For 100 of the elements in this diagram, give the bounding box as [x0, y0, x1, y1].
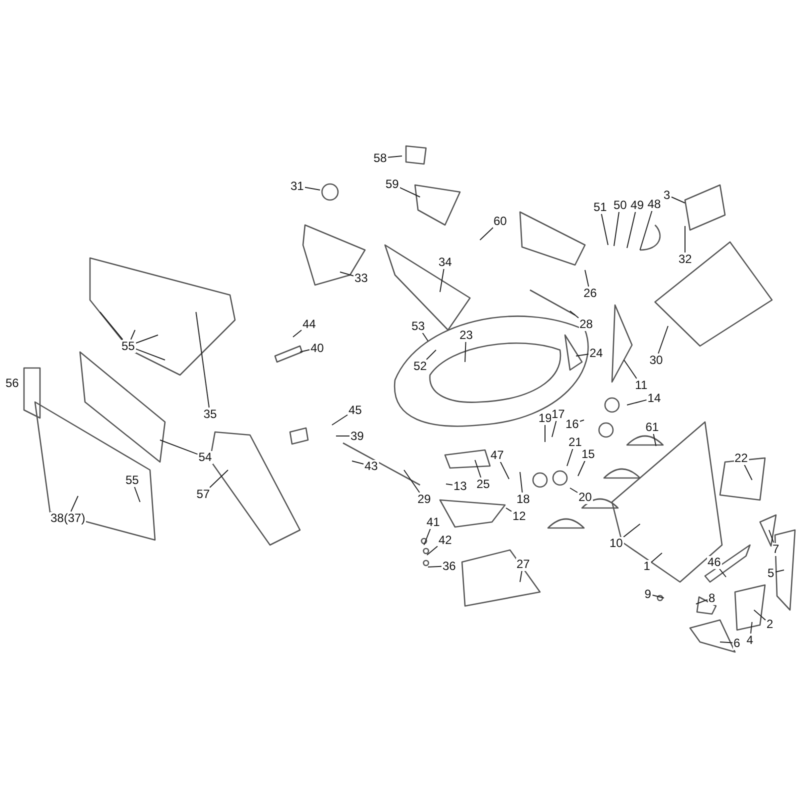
callout-number: 33 [354, 272, 369, 284]
leader-line [130, 330, 136, 340]
callout-number: 53 [410, 320, 426, 332]
callout-number: 47 [490, 448, 505, 462]
leader-line [600, 213, 608, 246]
callout-number: 24 [588, 346, 604, 360]
leader-line [750, 622, 752, 634]
leader-line [134, 486, 140, 502]
callout-number: 49 [630, 198, 645, 212]
callout-number: 39 [350, 430, 365, 442]
callout-number: 35 [202, 408, 218, 420]
callout-number: 34 [438, 256, 453, 268]
callout-number: 54 [198, 450, 213, 464]
callout-number: 4 [746, 634, 754, 646]
callout-number: 12 [512, 510, 527, 522]
callout-number: 13 [452, 480, 468, 492]
leader-line [684, 226, 686, 253]
leader-line [387, 156, 402, 158]
callout-number: 18 [516, 492, 531, 506]
callout-number: 48 [646, 198, 662, 210]
leader-line [623, 524, 640, 538]
callout-number: 32 [678, 252, 693, 266]
leader-line [775, 570, 784, 572]
leader-line [332, 414, 348, 426]
leader-line [426, 546, 438, 556]
callout-number: 52 [412, 360, 428, 372]
leader-line [640, 210, 653, 250]
callout-number: 31 [290, 180, 305, 192]
callout-number: 5 [766, 566, 776, 580]
callout-number: 28 [578, 318, 594, 330]
callout-number: 55 [124, 474, 140, 486]
leader-line [70, 496, 78, 512]
leader-line [768, 530, 774, 543]
leader-line [624, 360, 638, 379]
leader-line [520, 570, 522, 582]
callout-number: 44 [302, 318, 317, 330]
callout-number: 14 [646, 392, 662, 404]
leader-line [464, 341, 466, 362]
callout-number: 17 [550, 408, 566, 420]
callout-number: 20 [578, 490, 593, 504]
leader-line [399, 186, 420, 198]
leader-line [652, 433, 656, 446]
leader-line [135, 348, 166, 360]
callout-number: 26 [582, 286, 598, 300]
leader-line [422, 332, 428, 342]
leader-line [300, 349, 310, 352]
leader-line [446, 484, 453, 486]
callout-number: 21 [568, 436, 583, 448]
leader-line [671, 196, 686, 204]
leader-line [744, 464, 752, 480]
leader-line [135, 334, 158, 344]
leader-line [720, 642, 733, 644]
callout-number: 51 [592, 200, 608, 214]
leader-line [100, 312, 124, 340]
leader-line [626, 211, 636, 248]
leader-line [552, 420, 557, 438]
callout-number: 38(37) [50, 512, 86, 524]
callout-number: 59 [384, 178, 400, 190]
callout-number: 41 [426, 516, 441, 528]
callout-number: 46 [706, 556, 722, 568]
leader-line [696, 599, 708, 604]
leader-line [658, 326, 668, 354]
callout-number: 9 [644, 588, 652, 600]
leader-line [304, 186, 320, 190]
callout-number: 43 [364, 460, 379, 472]
callout-number: 30 [648, 354, 664, 366]
callout-number: 40 [310, 342, 325, 354]
leader-line [480, 227, 494, 240]
callout-number: 57 [196, 488, 211, 500]
callout-number: 19 [538, 412, 553, 424]
callout-number: 56 [4, 376, 20, 390]
callout-number: 23 [458, 328, 474, 342]
callout-number: 15 [580, 448, 596, 460]
callout-number: 10 [608, 536, 624, 550]
leader-line [566, 448, 574, 466]
leader-line [614, 211, 620, 246]
leader-line [160, 440, 198, 455]
leader-line [506, 508, 512, 512]
leader-line [570, 488, 578, 493]
callout-number: 3 [662, 188, 672, 202]
callout-number: 22 [734, 452, 749, 464]
leader-line [754, 610, 766, 621]
leader-line [426, 350, 436, 360]
callout-number: 29 [416, 492, 432, 506]
leader-line [196, 312, 210, 408]
callout-number: 8 [708, 592, 716, 604]
callout-number: 42 [438, 534, 453, 546]
callout-number: 16 [564, 418, 580, 430]
leader-line [651, 552, 662, 563]
callout-number: 27 [516, 558, 531, 570]
callout-number: 6 [732, 636, 742, 650]
leader-line [428, 566, 442, 568]
leader-line [544, 424, 546, 442]
leader-line [292, 330, 302, 338]
leader-line [626, 399, 647, 406]
leader-line [579, 420, 584, 422]
callout-number: 45 [348, 404, 363, 416]
callout-number: 2 [766, 618, 774, 630]
leader-line [584, 270, 590, 287]
leader-line [440, 268, 444, 292]
